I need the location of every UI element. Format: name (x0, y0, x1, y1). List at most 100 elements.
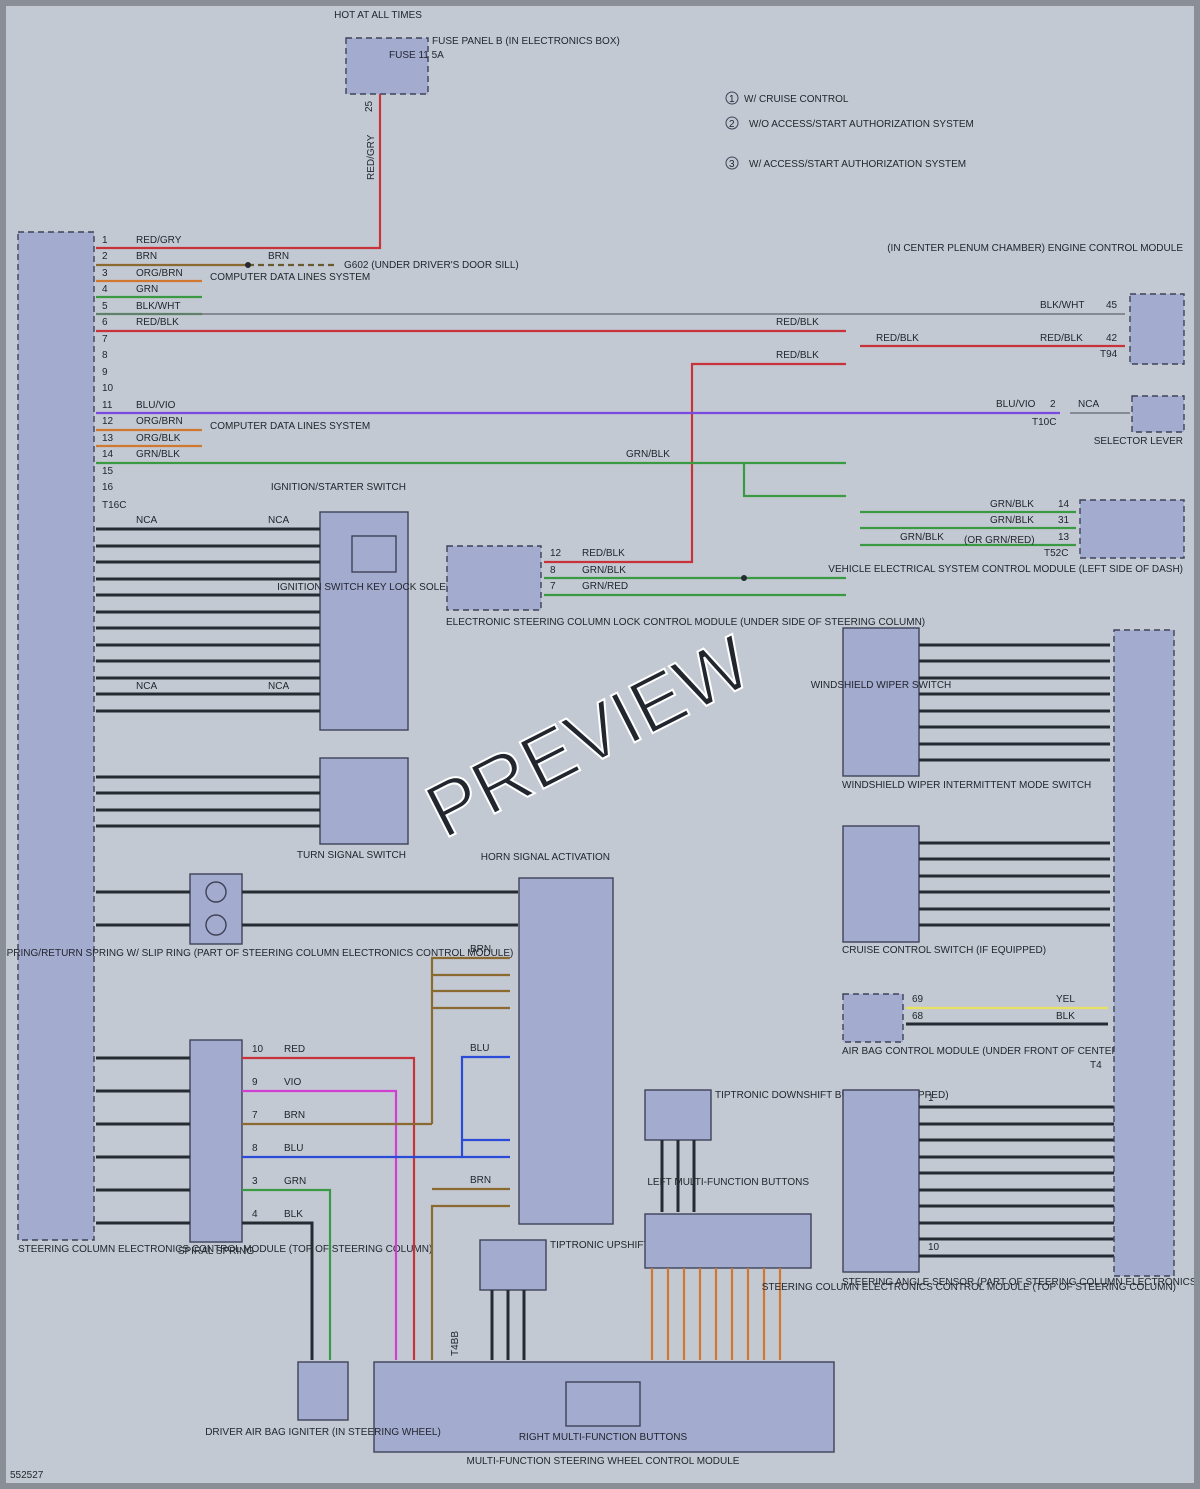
pin-num: 8 (102, 350, 108, 361)
grn-blk-label-4: GRN/BLK (900, 532, 944, 543)
hot-at-all-times-label: HOT AT ALL TIMES (334, 10, 422, 21)
grn-blk-label-3: GRN/BLK (990, 515, 1034, 526)
right-module-title: STEERING COLUMN ELECTRONICS CONTROL MODU… (762, 1282, 1176, 1293)
pin-num: 2 (102, 251, 108, 262)
pin-num: 11 (102, 400, 113, 411)
air-bag-spiral-title: AIR BAG SPIRAL SPRING/RETURN SPRING W/ S… (6, 948, 513, 959)
pin-num: 12 (102, 416, 114, 427)
tiptronic-up-wires (490, 1290, 526, 1360)
wire-blk-spiral (242, 1221, 314, 1360)
pin-wire: RED/GRY (136, 235, 182, 246)
splice-dot (741, 575, 747, 581)
pin42-label: 42 (1106, 333, 1118, 344)
wire-red-spiral (242, 1056, 416, 1360)
angle-harness (919, 1105, 1114, 1258)
windshield-wiper-switch (842, 627, 920, 777)
driver-air-bag-label: DRIVER AIR BAG IGNITER (IN STEERING WHEE… (205, 1427, 441, 1438)
angle-pin: 10 (928, 1242, 940, 1253)
airbag-cm-title: AIR BAG CONTROL MODULE (UNDER FRONT OF C… (842, 1046, 1174, 1057)
red-blk-label-2: RED/BLK (776, 350, 819, 361)
splice-dot (245, 262, 251, 268)
pin-num: 3 (102, 268, 108, 279)
wire-vio-spiral (242, 1089, 398, 1360)
ignition-switch-title: IGNITION/STARTER SWITCH (271, 482, 406, 493)
turn-signal-harness (96, 775, 320, 828)
spiral-spring-label: SPIRAL SPRING (178, 1246, 255, 1257)
blu-label-horn: BLU (470, 1043, 489, 1054)
t94-label: T94 (1100, 349, 1118, 360)
fuse-box (345, 37, 429, 95)
nca-label: NCA (136, 515, 157, 526)
spiral-coil (205, 914, 227, 936)
t4bb-label: T4BB (450, 1331, 461, 1356)
horn-title: HORN SIGNAL ACTIVATION (481, 852, 610, 863)
left-steering-column-module (17, 231, 95, 1241)
legend-marker-1 (725, 91, 739, 105)
ignition-switch-inner-label: IGNITION SWITCH KEY LOCK SOLENOID (277, 582, 471, 593)
horn-signal-activation (518, 877, 614, 1225)
spiral-pin: 7 (252, 1110, 258, 1121)
pin13-label: 13 (1058, 532, 1070, 543)
spiral-left-wires (96, 1056, 190, 1225)
red-blk-label-4: RED/BLK (1040, 333, 1083, 344)
fuse-panel-label: FUSE PANEL B (IN ELECTRONICS BOX) (432, 36, 620, 47)
spiral-spring (189, 1039, 243, 1243)
nca-label: NCA (136, 681, 157, 692)
wire-brn-horn-low (430, 1187, 510, 1360)
steering-angle-title: STEERING ANGLE SENSOR (PART OF STEERING … (842, 1277, 1194, 1288)
pin-num: 5 (102, 301, 108, 312)
pin69-label: 69 (912, 994, 924, 1005)
escl-title: ELECTRONIC STEERING COLUMN LOCK CONTROL … (446, 617, 925, 628)
wire-grn-blk-branch (742, 463, 846, 498)
spiral-pin: 3 (252, 1176, 258, 1187)
pin-num: 4 (102, 284, 108, 295)
pin-wire: RED/BLK (136, 317, 179, 328)
computer-data-lines-label: COMPUTER DATA LINES SYSTEM (210, 272, 370, 283)
wire-red-gry-feed (96, 94, 382, 250)
wire-grn-spiral (242, 1188, 332, 1360)
selector-lever (1131, 395, 1185, 433)
spiral-wire: BLU (284, 1143, 303, 1154)
t10c-label: T10C (1032, 417, 1056, 428)
pin68-label: 68 (912, 1011, 924, 1022)
left-pin-table: 1 RED/GRY 2 BRN 3 ORG/BRN 4 GRN 5 BLK/WH… (102, 235, 183, 493)
pin-wire: GRN/BLK (136, 449, 180, 460)
mf-module-label: MULTI-FUNCTION STEERING WHEEL CONTROL MO… (467, 1456, 740, 1467)
wiring-diagram: HOT AT ALL TIMES FUSE 11 5A FUSE PANEL B… (0, 10, 1200, 1481)
wiper-inner-label: WINDSHIELD WIPER SWITCH (811, 680, 952, 691)
blk-label: BLK (1056, 1011, 1075, 1022)
pin-wire: GRN (136, 284, 158, 295)
pin-num: 15 (102, 466, 114, 477)
cruise-title: CRUISE CONTROL SWITCH (IF EQUIPPED) (842, 945, 1046, 956)
left-module-label: STEERING COLUMN ELECTRONICS CONTROL MODU… (18, 1244, 432, 1255)
wire-blu-horn (460, 1055, 510, 1156)
pin14-label: 14 (1058, 499, 1070, 510)
cruise-harness (919, 841, 1110, 927)
ignition-nca-wires: NCA NCA NCA NCA (96, 515, 320, 713)
pin-num: 9 (102, 367, 108, 378)
ecm-title: (IN CENTER PLENUM CHAMBER) ENGINE CONTRO… (887, 243, 1183, 254)
steering-angle-sensor (842, 1089, 920, 1273)
ground-label: G602 (UNDER DRIVER'S DOOR SILL) (344, 260, 519, 271)
spiral-coil (205, 881, 227, 903)
turn-signal-switch (319, 757, 409, 845)
spiral-pin: 10 (252, 1044, 264, 1055)
or-grn-red-label: (OR GRN/RED) (964, 535, 1035, 546)
legend-num-3: 3 (729, 159, 735, 170)
grn-blk-label-2: GRN/BLK (990, 499, 1034, 510)
right-mf-label: RIGHT MULTI-FUNCTION BUTTONS (519, 1432, 688, 1443)
pin-wire: ORG/BRN (136, 268, 183, 279)
pin-wire: BLK/WHT (136, 301, 180, 312)
doc-id: 552527 (10, 1470, 44, 1481)
legend: 1 W/ CRUISE CONTROL 2 W/O ACCESS/START A… (725, 91, 974, 170)
left-module-connector: T16C (102, 500, 126, 511)
yel-label: YEL (1056, 994, 1075, 1005)
spiral-wire: BLK (284, 1209, 303, 1220)
ignition-switch-inner-box (351, 535, 397, 573)
wiper-title: WINDSHIELD WIPER INTERMITTENT MODE SWITC… (842, 780, 1091, 791)
angle-pin: 1 (928, 1093, 934, 1104)
escl-grn-red: GRN/RED (582, 581, 628, 592)
pin-wire: ORG/BRN (136, 416, 183, 427)
escl-red-blk: RED/BLK (582, 548, 625, 559)
driver-air-bag-igniter (297, 1361, 349, 1421)
